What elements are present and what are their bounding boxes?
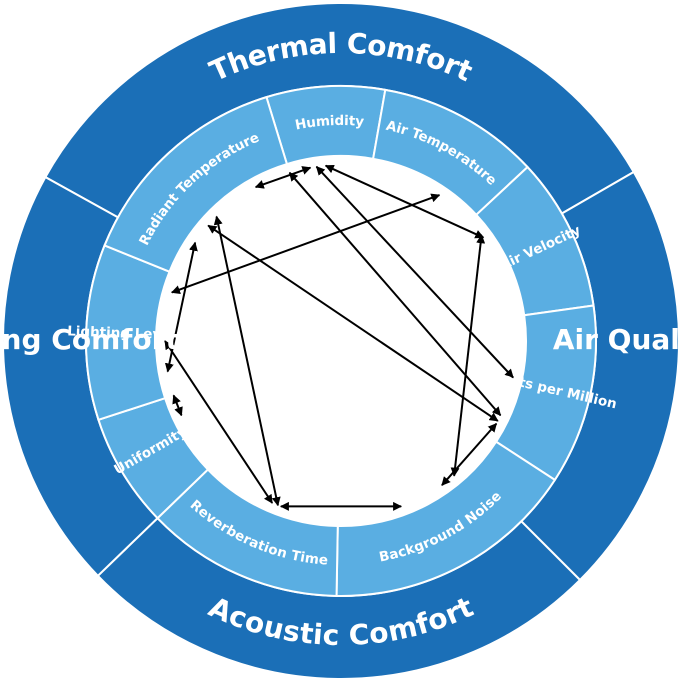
arrow-radiant-temperature-to-parts-per-million [207, 224, 499, 422]
arrow-lighting-level-to-radiant-temperature [164, 241, 198, 373]
inner-label-humidity: Humidity [294, 113, 365, 134]
arrow-parts-per-million-to-background-noise [441, 422, 498, 486]
outer-label-air-quality: Air Quality [553, 323, 683, 356]
outer-label-lighting-comfort: Lighting Comfort [0, 323, 179, 356]
arrow-humidity-to-air-temperature [254, 166, 312, 189]
inner-label-lighting-level: Lighting Level [67, 323, 175, 343]
relationship-arrows [164, 164, 514, 511]
arrow-uniformity-to-lighting-level [172, 394, 183, 417]
